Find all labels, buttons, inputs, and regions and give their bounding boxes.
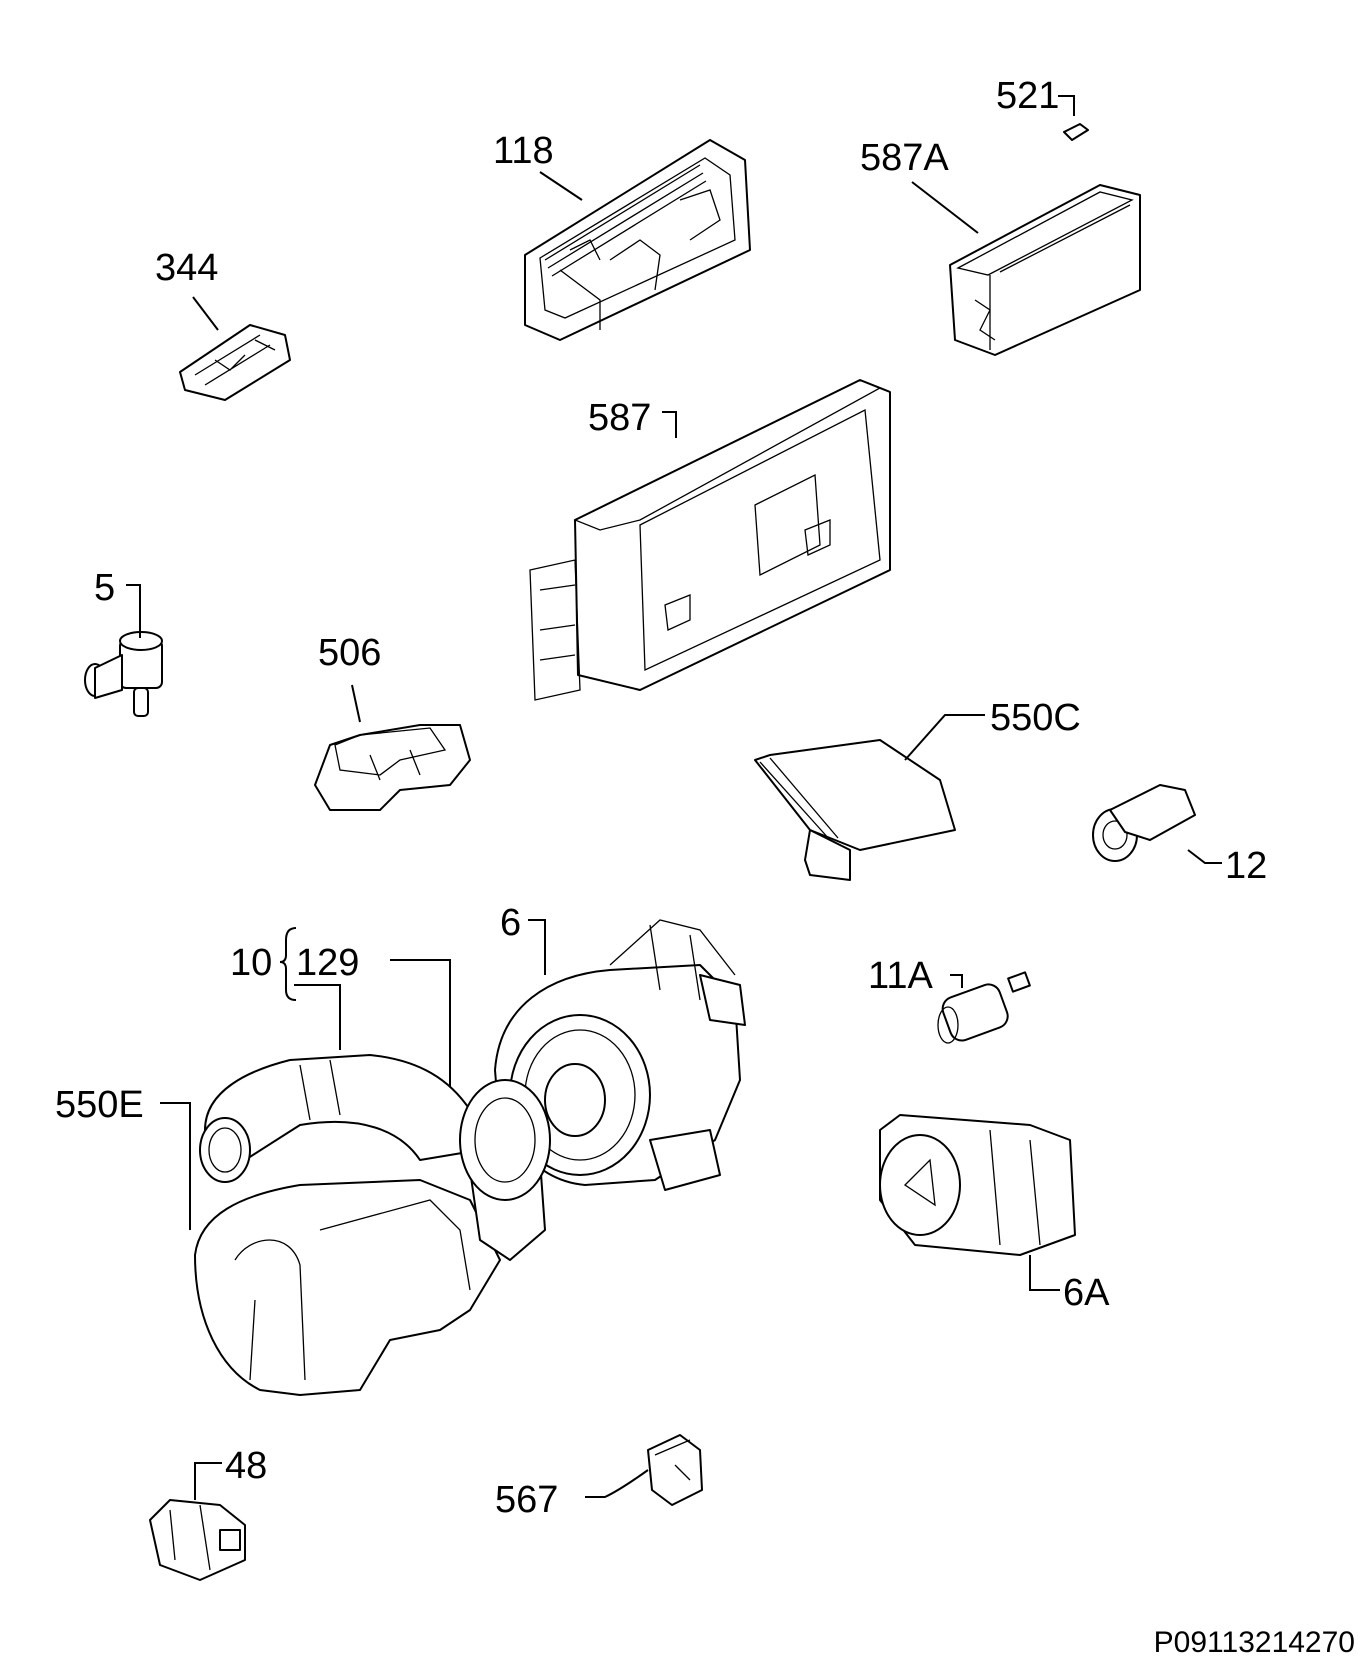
part-567-connector	[647, 1434, 703, 1506]
part-550C-flap	[754, 739, 956, 881]
label-567: 567	[495, 1479, 558, 1521]
label-5: 5	[94, 567, 115, 609]
part-550E-hood	[194, 1079, 551, 1396]
part-11A-motor	[937, 971, 1031, 1044]
label-550E: 550E	[55, 1084, 144, 1126]
label-506: 506	[318, 632, 381, 674]
diagram-code: P09113214270	[1154, 1626, 1355, 1659]
label-521: 521	[996, 75, 1059, 117]
label-6: 6	[500, 902, 521, 944]
label-11A: 11A	[868, 955, 933, 997]
label-6A: 6A	[1063, 1272, 1110, 1314]
part-587-pcb-housing	[529, 379, 891, 701]
label-587A: 587A	[860, 137, 949, 179]
label-587: 587	[588, 397, 651, 439]
label-12: 12	[1225, 845, 1267, 887]
part-521-clip	[1058, 95, 1089, 141]
part-48-thermostat	[149, 1499, 246, 1581]
part-129-hose	[199, 1054, 481, 1183]
label-118: 118	[493, 130, 554, 172]
part-5-valve	[84, 631, 163, 717]
label-10: 10	[230, 942, 272, 984]
label-344: 344	[155, 247, 218, 289]
part-12-sensor	[1092, 784, 1196, 862]
part-6A-drain-pump	[879, 1114, 1076, 1256]
part-506-holder	[314, 724, 471, 811]
part-6-circulation-pump	[494, 919, 746, 1191]
part-118-control-board	[524, 139, 751, 341]
part-344-switch	[179, 324, 291, 401]
part-587A-module	[949, 184, 1141, 356]
label-48: 48	[225, 1445, 267, 1487]
label-550C: 550C	[990, 697, 1081, 739]
label-129: 129	[296, 942, 359, 984]
brace-10	[279, 927, 297, 1001]
